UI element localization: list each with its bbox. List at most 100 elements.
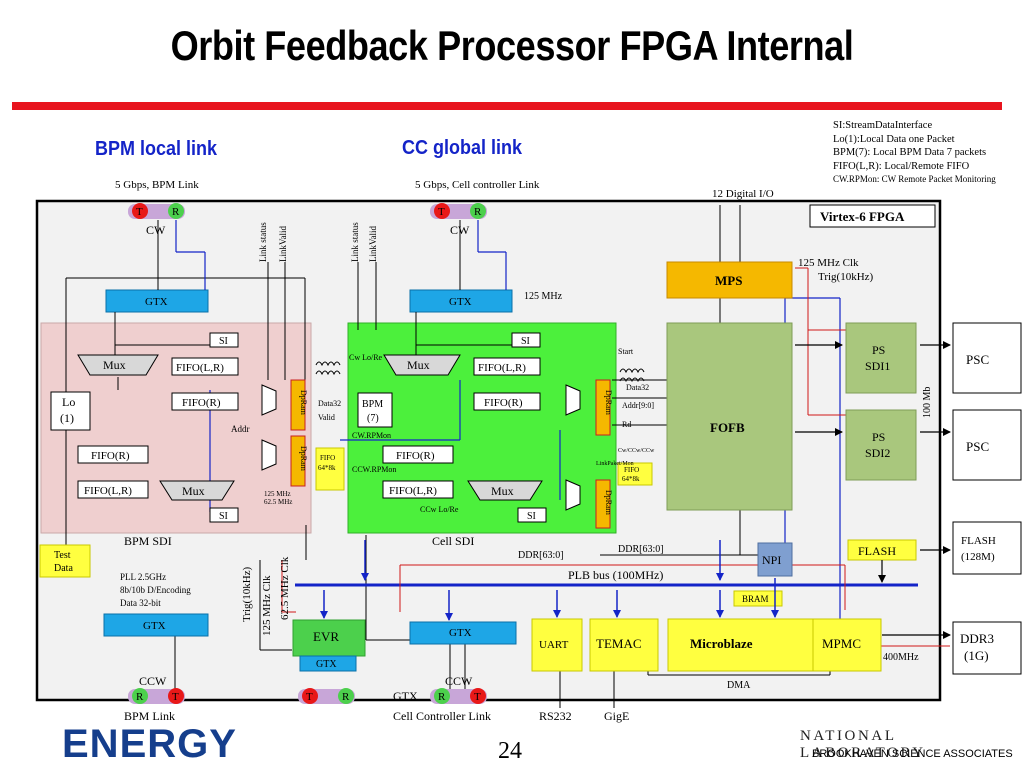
mb100-label: 100 Mb <box>922 387 933 418</box>
gtx-label: GTX <box>143 620 166 632</box>
mux-small <box>261 439 277 471</box>
fifo-r-block <box>171 392 239 411</box>
pll-text: 8b/10b D/Encoding <box>120 585 191 595</box>
mux-label: Mux <box>407 358 430 372</box>
legend-item: FIFO(L,R): Local/Remote FIFO <box>833 160 970 172</box>
dpram-label: DpRam <box>299 390 308 416</box>
r-label: R <box>172 206 180 218</box>
ddr-label: DDR[63:0] <box>618 544 664 555</box>
r-label: R <box>474 206 482 218</box>
t-label: T <box>474 691 481 703</box>
ps-sdi2-label: PS <box>872 430 885 444</box>
cell-ccw-connector: R T CCW GTX <box>393 674 487 704</box>
addr-label: Addr[9:0] <box>622 401 654 410</box>
flash-ext-label: FLASH <box>961 535 996 547</box>
bram-block <box>733 590 783 607</box>
energy-logo-text: ENERGY <box>62 722 237 766</box>
t-label: T <box>306 691 313 703</box>
link-status-label: Link status <box>350 222 360 262</box>
si-block <box>511 332 541 348</box>
fifo-r-block <box>382 445 454 464</box>
cw-ccw-label: Cw/CCw/CCw <box>618 448 655 454</box>
ps-sdi1-block <box>845 322 917 394</box>
dpram-label: DpRam <box>604 490 613 516</box>
si-label: SI <box>219 511 228 522</box>
gtx-label: GTX <box>145 296 168 308</box>
cw-lo-re-label: Cw Lo/Re <box>349 353 383 362</box>
mux-label: Mux <box>103 358 126 372</box>
dpram-block <box>290 435 306 487</box>
npi-label: NPI <box>762 553 781 567</box>
transformer-symbol <box>619 368 645 383</box>
si-label: SI <box>219 336 228 347</box>
mux-block <box>467 480 543 501</box>
temac-label: TEMAC <box>596 636 642 651</box>
si-block <box>209 332 239 348</box>
temac-block <box>589 618 659 672</box>
cw-rpmon-label: CW.RPMon <box>352 431 391 440</box>
fifo-lr-block <box>473 357 541 376</box>
uart-block <box>531 618 583 672</box>
mux-block <box>77 354 159 376</box>
legend-item: BPM(7): Local BPM Data 7 packets <box>833 147 987 158</box>
pll-text: Data 32-bit <box>120 598 161 608</box>
gtx-block <box>103 613 209 637</box>
link-status-label: Link status <box>258 222 268 262</box>
si-label: SI <box>521 336 530 347</box>
fifo-r-block <box>77 445 149 464</box>
psc-label: PSC <box>966 352 989 367</box>
t-label: T <box>172 691 179 703</box>
energy-logo: ENERGY <box>62 722 237 767</box>
pll-text: PLL 2.5GHz <box>120 572 166 582</box>
mpmc-label: MPMC <box>822 636 861 651</box>
legend-item: Lo(1):Local Data one Packet <box>833 133 955 145</box>
gtx-block <box>105 289 209 313</box>
link-pkt-mon-label: LinkPaket/Mon <box>596 461 634 467</box>
gtx-block <box>409 621 517 645</box>
lab-name: NATIONAL LABORATORY <box>800 728 926 761</box>
dpram-block <box>595 479 611 529</box>
rd-label: Rd <box>622 420 631 429</box>
t-label: T <box>136 206 143 218</box>
lab-sub: BROOKHAVEN SCIENCE ASSOCIATES <box>812 748 1013 760</box>
trig-vertical-label: Trig(10kHz) <box>241 566 253 622</box>
fifo64k-label: FIFO <box>624 466 639 474</box>
link-valid-label: LinkValid <box>368 226 378 262</box>
evr-label: EVR <box>313 629 339 644</box>
fpga-label: Virtex-6 FPGA <box>820 209 905 224</box>
mux-small <box>565 384 581 416</box>
clock-125mhz-label: 125 MHz <box>524 291 563 302</box>
fifo-lr-block <box>382 480 454 499</box>
microblaze-block <box>667 618 814 672</box>
cc-global-link-label: CC global link <box>402 137 523 159</box>
mhz400-label: 400MHz <box>883 652 919 663</box>
mps-block <box>666 261 793 299</box>
npi-block <box>757 542 793 577</box>
bpm-ccw-connector: R T CCW <box>128 674 185 704</box>
mux-label: Mux <box>182 484 205 498</box>
bpm-local-link-label: BPM local link <box>95 138 218 160</box>
transformer-symbol <box>315 361 341 376</box>
digital-io-label: 12 Digital I/O <box>712 188 774 200</box>
fifo-lr-label: FIFO(L,R) <box>84 485 132 497</box>
fifo64k-block <box>617 462 653 486</box>
r-label: R <box>342 691 350 703</box>
psc-block <box>952 322 1022 394</box>
ps-sdi1-label: SDI1 <box>865 359 890 373</box>
flash-ext-label: (128M) <box>961 551 995 563</box>
gige-label: GigE <box>604 709 629 723</box>
t-label: T <box>438 206 445 218</box>
uart-label: UART <box>539 639 569 651</box>
fifo-r-label: FIFO(R) <box>182 397 221 409</box>
legend: SI:StreamDataInterface Lo(1):Local Data … <box>833 119 996 187</box>
mux-label: Mux <box>491 484 514 498</box>
fifo64k-label: FIFO <box>320 454 335 462</box>
gtx-block <box>299 655 357 672</box>
title-underline <box>12 102 1002 110</box>
mpmc-block <box>812 618 882 672</box>
cw-label: CW <box>146 223 166 237</box>
gtx-label: GTX <box>449 296 472 308</box>
test-data-label: Test <box>54 550 71 561</box>
data32-label: Data32 <box>626 383 649 392</box>
